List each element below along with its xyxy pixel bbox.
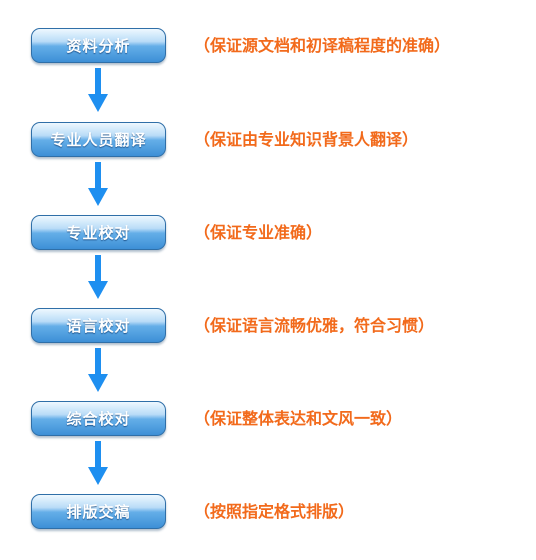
step-box-typesetting-delivery: 排版交稿 bbox=[31, 494, 166, 529]
step-description: （保证语言流畅优雅，符合习惯） bbox=[194, 316, 435, 335]
down-arrow-icon bbox=[88, 441, 108, 485]
step-description: （保证由专业知识背景人翻译） bbox=[194, 130, 419, 149]
step-label: 资料分析 bbox=[66, 37, 131, 55]
step-description: （保证整体表达和文风一致） bbox=[194, 409, 403, 428]
down-arrow-icon bbox=[88, 162, 108, 206]
step-label: 排版交稿 bbox=[66, 503, 131, 521]
step-description: （保证专业准确） bbox=[194, 223, 323, 242]
down-arrow-icon bbox=[88, 348, 108, 392]
step-box-language-proofreading: 语言校对 bbox=[31, 308, 166, 343]
step-label: 专业人员翻译 bbox=[50, 131, 147, 149]
step-box-comprehensive-proofreading: 综合校对 bbox=[31, 401, 166, 436]
step-label: 专业校对 bbox=[66, 224, 131, 242]
down-arrow-icon bbox=[88, 255, 108, 299]
step-description: （保证源文档和初译稿程度的准确） bbox=[194, 36, 451, 55]
step-label: 综合校对 bbox=[66, 410, 131, 428]
step-box-data-analysis: 资料分析 bbox=[31, 28, 166, 63]
step-description: （按照指定格式排版） bbox=[194, 502, 355, 521]
step-label: 语言校对 bbox=[66, 317, 131, 335]
step-box-professional-proofreading: 专业校对 bbox=[31, 215, 166, 250]
down-arrow-icon bbox=[88, 68, 108, 112]
step-box-professional-translation: 专业人员翻译 bbox=[31, 122, 166, 157]
